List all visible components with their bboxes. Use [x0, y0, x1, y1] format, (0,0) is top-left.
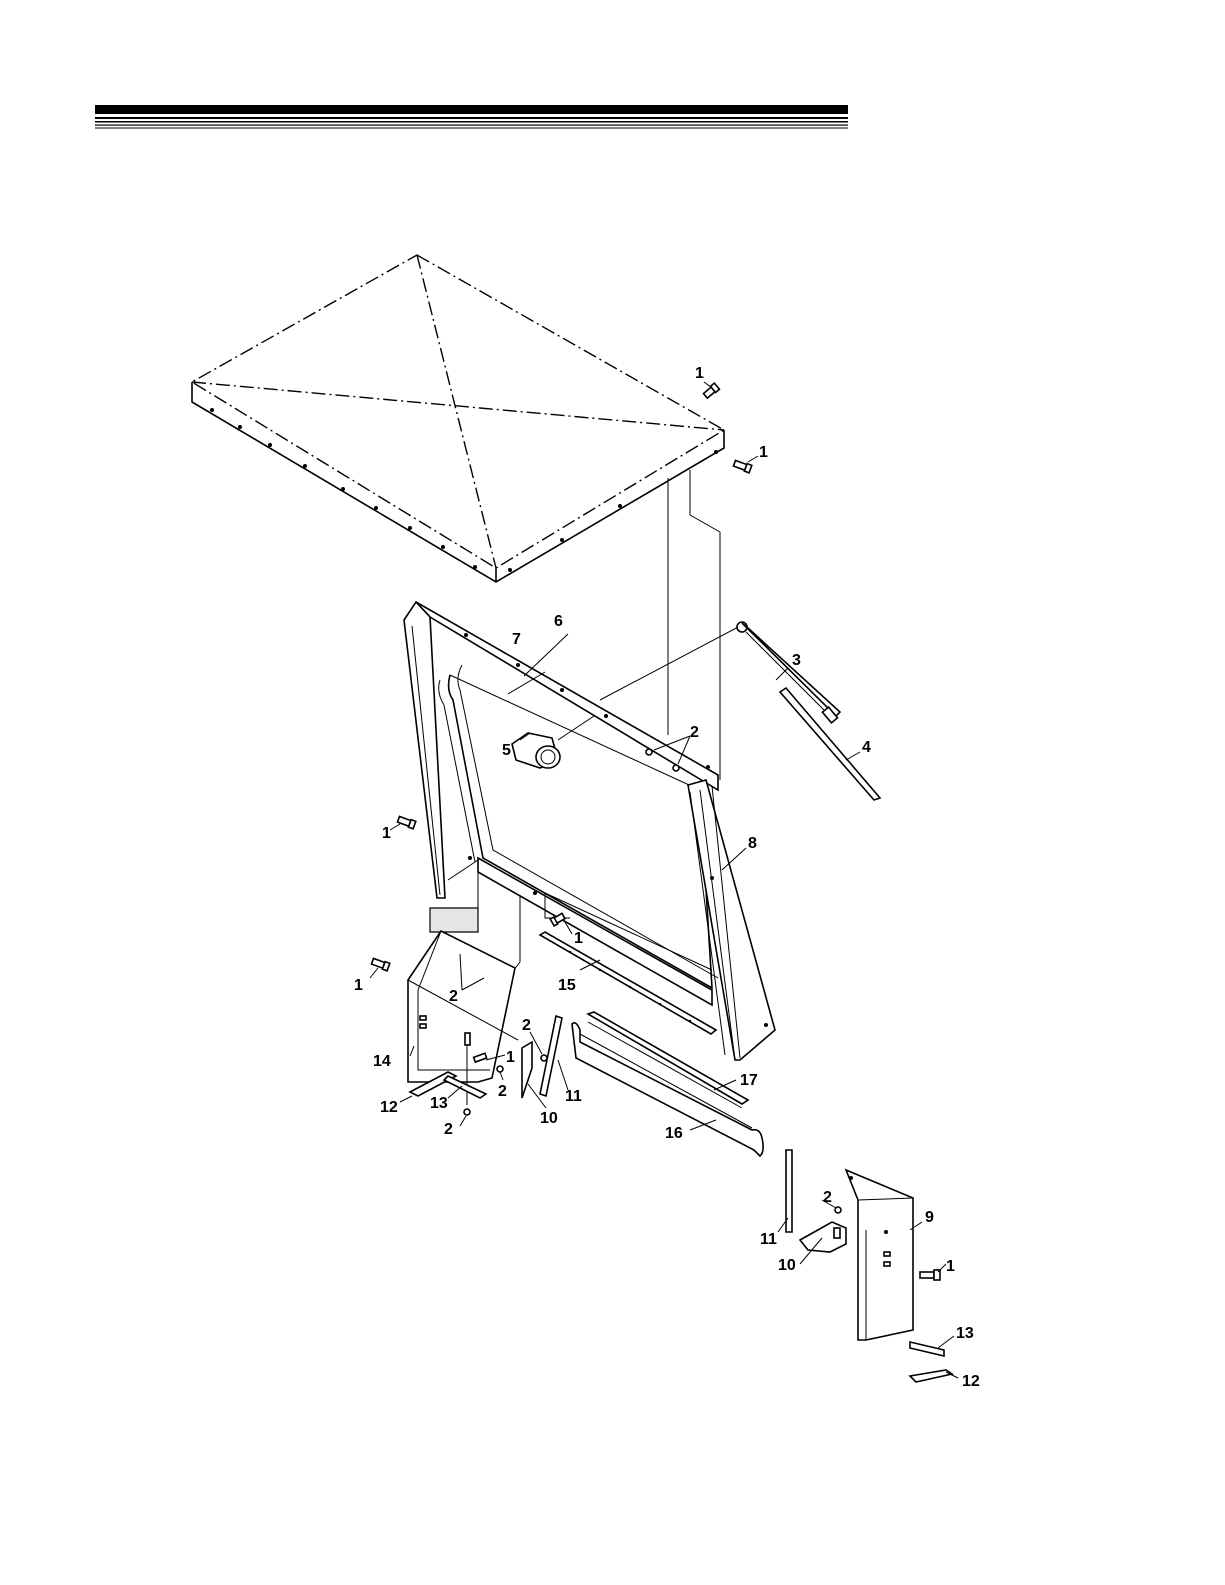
roof-phantom — [192, 255, 724, 582]
wiper-motor — [512, 716, 594, 768]
callout-1: 1 — [354, 977, 363, 994]
callout-2: 2 — [522, 1017, 531, 1034]
callout-6: 6 — [554, 613, 563, 630]
callout-13: 13 — [430, 1095, 448, 1112]
callout-8: 8 — [748, 835, 757, 852]
callout-1: 1 — [946, 1258, 955, 1275]
right-lower-bracket — [846, 1170, 913, 1340]
callout-10: 10 — [540, 1110, 558, 1127]
callout-9: 9 — [925, 1209, 934, 1226]
callout-7: 7 — [512, 631, 521, 648]
callout-2: 2 — [444, 1121, 453, 1138]
callout-5: 5 — [502, 742, 511, 759]
wiper-arm-blade — [737, 622, 880, 800]
right-strips — [910, 1342, 952, 1382]
callout-12: 12 — [380, 1099, 398, 1116]
callout-2: 2 — [498, 1083, 507, 1100]
rear-panel-outline — [600, 470, 742, 780]
callout-1: 1 — [574, 930, 583, 947]
callout-2: 2 — [823, 1189, 832, 1206]
fasteners — [371, 383, 940, 1280]
right-small-bracket — [786, 1150, 846, 1252]
callout-1: 1 — [759, 444, 768, 461]
callout-11: 11 — [760, 1231, 777, 1248]
callout-14: 14 — [373, 1053, 391, 1070]
callout-12: 12 — [962, 1373, 980, 1390]
callout-2: 2 — [449, 988, 458, 1005]
callout-11: 11 — [565, 1088, 582, 1105]
callout-4: 4 — [862, 739, 871, 756]
callout-3: 3 — [792, 652, 801, 669]
callout-1: 1 — [506, 1049, 515, 1066]
callout-1: 1 — [382, 825, 391, 842]
left-lower-bracket — [408, 931, 518, 1105]
callout-1: 1 — [695, 365, 704, 382]
callout-17: 17 — [740, 1072, 758, 1089]
callout-2: 2 — [690, 724, 699, 741]
callout-16: 16 — [665, 1125, 683, 1142]
callout-13: 13 — [956, 1325, 974, 1342]
callout-10: 10 — [778, 1257, 796, 1274]
callout-15: 15 — [558, 977, 576, 994]
